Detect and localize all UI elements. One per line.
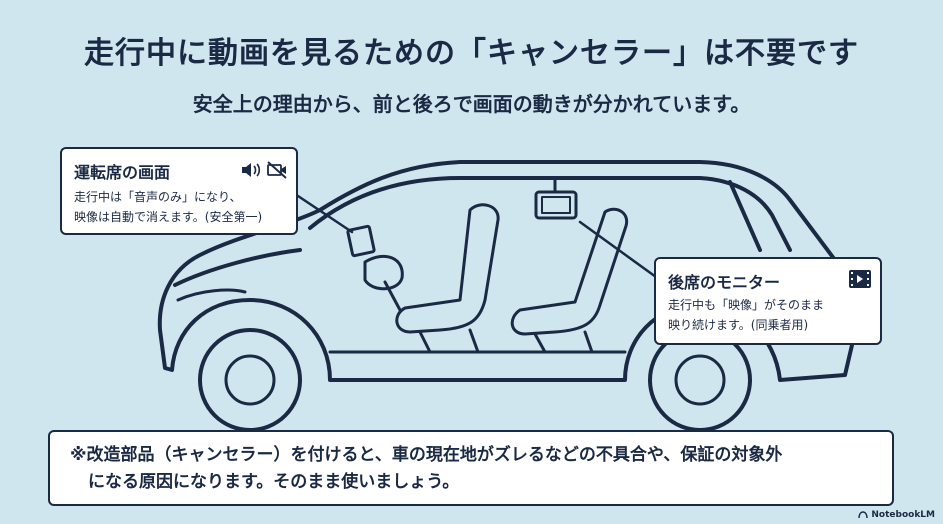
film-icon <box>849 270 871 288</box>
page-title: 走行中に動画を見るための「キャンセラー」は不要です <box>84 36 859 71</box>
rear-seat-base <box>533 330 594 354</box>
notebooklm-watermark: NotebookLM <box>858 510 935 520</box>
front-wheel-hub <box>224 354 276 406</box>
rear-callout-line1: 走行中も「映像」がそのまま <box>668 298 825 312</box>
headlight <box>176 288 247 302</box>
driver-callout-title: 運転席の画面 <box>74 163 171 182</box>
rear-pillar <box>728 180 762 252</box>
rear-seat <box>510 207 629 336</box>
dashboard-screen <box>346 224 376 258</box>
no-video-icon <box>267 161 287 179</box>
roof-monitor <box>534 190 578 220</box>
notebooklm-logo-icon <box>858 511 869 519</box>
rear-monitor-callout: 後席のモニター 走行中も「映像」がそのまま 映り続けます。(同乗者用) <box>654 257 882 345</box>
front-wheel <box>198 328 302 432</box>
front-seat-base <box>418 328 480 354</box>
driver-screen-callout: 運転席の画面 走行中は「音声のみ」になり、 映像は自動で消えます。(安全第一) <box>60 147 298 235</box>
driver-callout-body: 走行中は「音声のみ」になり、 映像は自動で消えます。(安全第一) <box>74 187 262 227</box>
driver-callout-line1: 走行中は「音声のみ」になり、 <box>74 190 242 204</box>
steering-wheel <box>363 254 404 291</box>
page-subtitle: 安全上の理由から、前と後ろで画面の動きが分かれています。 <box>192 92 751 116</box>
hood-line <box>173 248 302 287</box>
note-line2: になる原因になります。そのまま使いましょう。 <box>88 472 460 492</box>
rear-callout-body: 走行中も「映像」がそのまま 映り続けます。(同乗者用) <box>668 295 824 335</box>
rear-callout-line2: 映り続けます。(同乗者用) <box>668 318 809 332</box>
note-line1: ※改造部品（キャンセラー）を付けると、車の現在地がズレるなどの不具合や、保証の対… <box>70 445 783 465</box>
steering-column <box>383 280 402 312</box>
rear-callout-title: 後席のモニター <box>668 273 781 292</box>
rear-wheel-hub <box>674 354 726 406</box>
window-line <box>308 176 792 252</box>
speaker-icon <box>242 163 261 177</box>
warning-note: ※改造部品（キャンセラー）を付けると、車の現在地がズレるなどの不具合や、保証の対… <box>48 430 894 506</box>
rear-wheel <box>648 328 752 432</box>
driver-pointer <box>296 194 354 234</box>
front-seat <box>395 203 500 334</box>
rear-pointer <box>578 220 658 279</box>
driver-callout-line2: 映像は自動で消えます。(安全第一) <box>74 210 263 224</box>
brand-label: NotebookLM <box>871 510 935 520</box>
